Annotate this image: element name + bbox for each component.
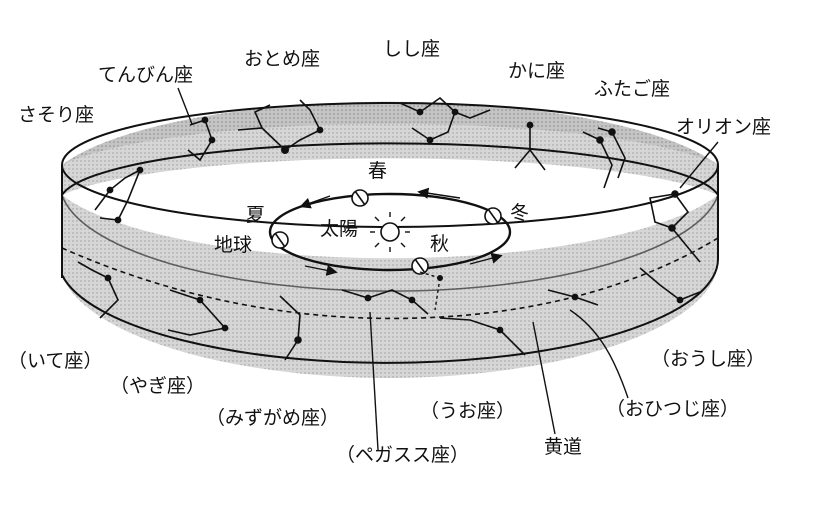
band-inner-back (62, 101, 718, 195)
label-earth: 地球 (214, 234, 253, 256)
label-spring: 春 (368, 160, 388, 182)
earth-icons (271, 189, 502, 275)
label-aries: （おひつじ座） (606, 398, 740, 420)
label-libra: てんびん座 (98, 64, 194, 86)
label-sagittarius: （いて座） (8, 350, 103, 372)
label-ecliptic: 黄道 (544, 436, 583, 458)
band-back-strip (62, 123, 718, 195)
label-aquarius: （みずがめ座） (206, 407, 340, 429)
band-inner-rim (61, 142, 719, 196)
label-orion: オリオン座 (676, 116, 772, 138)
label-capricorn: （やぎ座） (110, 375, 206, 397)
leader-lines (177, 87, 719, 451)
label-pegasus: （ペガスス座） (336, 444, 470, 466)
label-gemini: ふたご座 (594, 78, 671, 100)
label-winter: 冬 (510, 202, 530, 224)
constellation-figures (77, 96, 701, 361)
earth-orbit (268, 192, 512, 272)
label-pisces: （うお座） (420, 400, 516, 422)
label-taurus: （おうし座） (651, 348, 766, 370)
band-bottom-rim (61, 257, 720, 364)
label-leo: しし座 (383, 38, 441, 60)
label-summer: 夏 (246, 204, 266, 226)
star-dots (104, 108, 684, 344)
band-outer-front (62, 195, 719, 378)
sun-icon (370, 212, 410, 252)
label-cancer: かに座 (508, 60, 566, 82)
label-virgo: おとめ座 (244, 48, 321, 70)
label-sun: 太陽 (320, 218, 359, 240)
label-autumn: 秋 (430, 233, 450, 255)
label-scorpius: さそり座 (18, 104, 95, 126)
